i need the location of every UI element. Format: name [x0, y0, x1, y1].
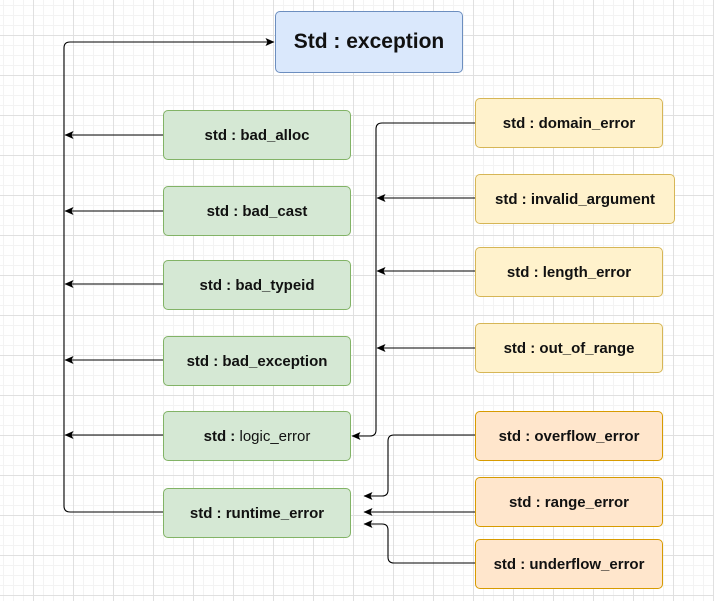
edge-domain-error-to-logic-error [351, 122, 475, 440]
node-out-of-range[interactable]: std : out_of_range [475, 323, 663, 373]
node-logic-error-name: logic_error [239, 427, 311, 445]
node-length-error[interactable]: std : length_error [475, 247, 663, 297]
edge-overflow-error-to-runtime-error [363, 434, 475, 500]
node-underflow-error[interactable]: std : underflow_error [475, 539, 663, 589]
edge-runtime-error-to-exception [63, 38, 275, 513]
node-exception[interactable]: Std : exception [275, 11, 463, 73]
node-runtime-error[interactable]: std : runtime_error [163, 488, 351, 538]
node-range-error[interactable]: std : range_error [475, 477, 663, 527]
node-bad-cast[interactable]: std : bad_cast [163, 186, 351, 236]
node-logic-error-prefix: std : [203, 427, 240, 445]
node-invalid-argument[interactable]: std : invalid_argument [475, 174, 675, 224]
node-bad-alloc[interactable]: std : bad_alloc [163, 110, 351, 160]
node-bad-typeid[interactable]: std : bad_typeid [163, 260, 351, 310]
node-overflow-error[interactable]: std : overflow_error [475, 411, 663, 461]
node-bad-exception[interactable]: std : bad_exception [163, 336, 351, 386]
node-logic-error[interactable]: std : logic_error [163, 411, 351, 461]
edge-underflow-error-to-runtime-error [363, 520, 475, 564]
node-domain-error[interactable]: std : domain_error [475, 98, 663, 148]
